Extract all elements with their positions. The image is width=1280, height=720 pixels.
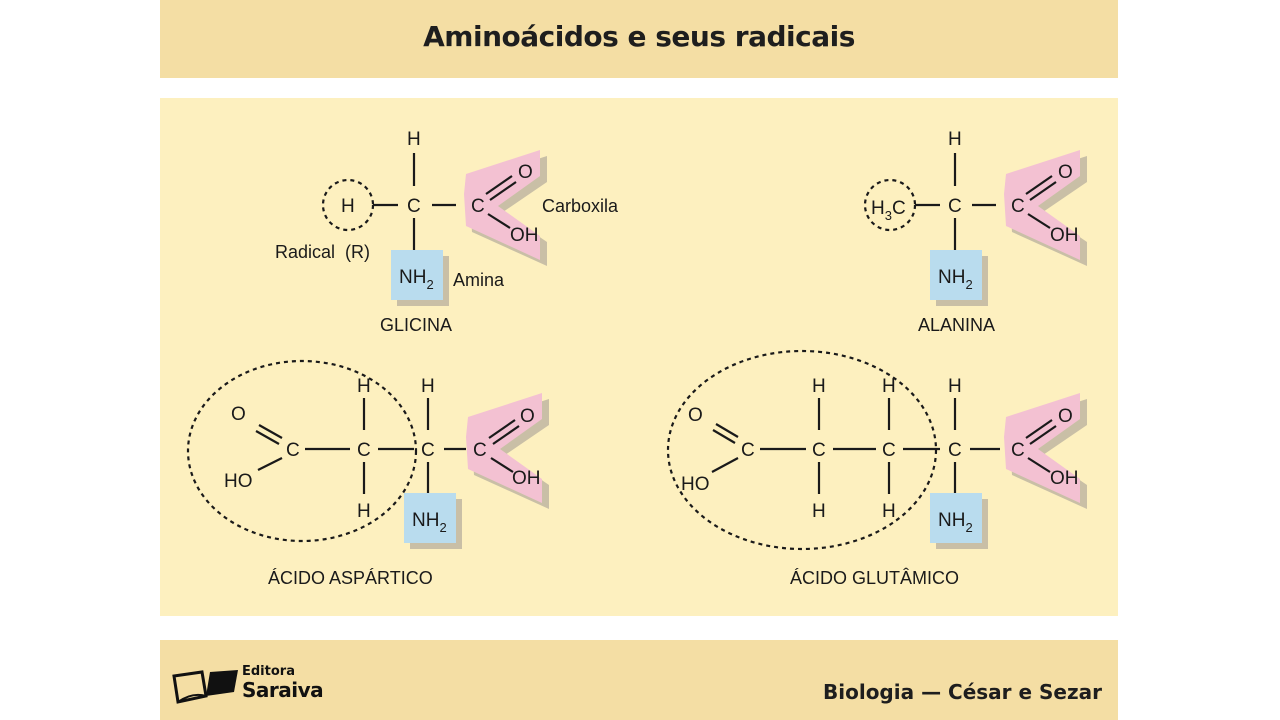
double-bond — [1025, 419, 1053, 439]
atom-c: C — [473, 440, 487, 461]
double-bond — [1025, 175, 1053, 195]
atom-c: C — [948, 196, 962, 217]
atom-c: C — [286, 440, 300, 461]
atom-c: C — [741, 440, 755, 461]
bond — [1027, 213, 1051, 229]
double-bond — [488, 419, 516, 439]
carboxyl-highlight — [1004, 393, 1080, 503]
bond — [257, 457, 283, 471]
atom-h3c: H3C — [871, 198, 906, 223]
atom-o: O — [518, 162, 533, 183]
atom-ho: HO — [224, 471, 253, 492]
double-bond — [1029, 425, 1057, 445]
atom-h: H — [948, 376, 962, 397]
molecule-alanina: H C H3C C O OH NH2 ALANINA — [863, 129, 1087, 335]
atom-nh: NH2 — [399, 267, 434, 292]
atom-oh: OH — [1050, 468, 1079, 489]
atom-c: C — [812, 440, 826, 461]
amine-highlight — [930, 250, 982, 300]
atom-nh: NH2 — [412, 510, 447, 535]
atom-o: O — [688, 405, 703, 426]
double-bond — [1029, 181, 1057, 201]
molecule-aspartico: O C HO H C H H C C O OH NH2 ÁCIDO ASPÁRT… — [186, 359, 549, 588]
bond — [487, 213, 511, 229]
molecule-name-glutamico: ÁCIDO GLUTÂMICO — [790, 568, 959, 588]
atom-c: C — [357, 440, 371, 461]
bond — [490, 457, 514, 473]
double-bond — [258, 424, 283, 439]
molecule-name-aspartico: ÁCIDO ASPÁRTICO — [268, 568, 433, 588]
molecule-name-glicina: GLICINA — [380, 315, 452, 335]
book-logo-icon — [172, 670, 238, 704]
double-bond — [492, 425, 520, 445]
bond — [711, 457, 739, 473]
double-bond — [255, 430, 280, 445]
footer-bar: Editora Saraiva Biologia — César e Sezar — [160, 640, 1118, 720]
atom-h: H — [421, 376, 435, 397]
label-amine: Amina — [453, 270, 505, 290]
double-bond — [489, 181, 517, 201]
atom-oh: OH — [510, 225, 539, 246]
atom-c: C — [471, 196, 485, 217]
carboxyl-highlight — [1004, 150, 1080, 260]
credit-text: Biologia — César e Sezar — [823, 680, 1102, 704]
double-bond — [485, 175, 513, 195]
atom-o: O — [1058, 162, 1073, 183]
atom-nh: NH2 — [938, 267, 973, 292]
molecule-glutamico: O C HO H C H H C H H C C O OH NH2 ÁCIDO … — [666, 349, 1087, 588]
amine-highlight — [391, 250, 443, 300]
double-bond — [715, 423, 739, 438]
atom-ho: HO — [681, 474, 710, 495]
atom-c: C — [1011, 440, 1025, 461]
header-bar: Aminoácidos e seus radicais — [160, 0, 1118, 78]
atom-h: H — [812, 376, 826, 397]
amine-highlight — [404, 493, 456, 543]
publisher-line-1: Editora — [242, 664, 295, 679]
publisher-line-2: Saraiva — [242, 678, 324, 702]
atom-oh: OH — [1050, 225, 1079, 246]
atom-h: H — [341, 196, 355, 217]
atom-h: H — [882, 376, 896, 397]
atom-oh: OH — [512, 468, 541, 489]
atom-c: C — [948, 440, 962, 461]
double-bond — [712, 429, 736, 444]
atom-o: O — [1058, 406, 1073, 427]
page-title: Aminoácidos e seus radicais — [423, 20, 855, 53]
atom-h: H — [882, 501, 896, 522]
atom-c: C — [421, 440, 435, 461]
carboxyl-highlight — [464, 150, 540, 260]
atom-c: C — [882, 440, 896, 461]
atom-h: H — [812, 501, 826, 522]
molecule-glicina: H C H C O OH NH2 Carboxila Radical (R) A… — [275, 129, 619, 335]
carboxyl-highlight — [466, 393, 542, 503]
radical-ellipse — [186, 359, 418, 543]
atom-o: O — [231, 404, 246, 425]
atom-h: H — [357, 501, 371, 522]
atom-c: C — [1011, 196, 1025, 217]
amine-highlight — [930, 493, 982, 543]
atom-o: O — [520, 406, 535, 427]
atom-h: H — [357, 376, 371, 397]
atom-nh: NH2 — [938, 510, 973, 535]
atom-c: C — [407, 196, 421, 217]
label-carboxyl: Carboxila — [542, 196, 619, 216]
bond — [1027, 457, 1051, 473]
atom-h: H — [407, 129, 421, 150]
atom-h: H — [948, 129, 962, 150]
molecule-name-alanina: ALANINA — [918, 315, 995, 335]
label-radical: Radical (R) — [275, 242, 370, 262]
